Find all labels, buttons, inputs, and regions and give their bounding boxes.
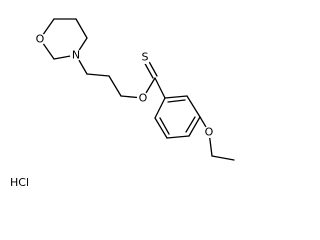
chemical-structure: O N O S O: [34, 18, 235, 161]
bond-ca-cb: [86, 73, 110, 77]
ring-bond-1: [164, 95, 188, 99]
bond-c2-c3: [75, 18, 88, 39]
ring-bond-5: [154, 117, 168, 139]
thione-sulfur-label: S: [142, 51, 149, 64]
ring-bond-3: [188, 116, 201, 137]
morpholine-oxygen-label: O: [36, 33, 45, 46]
ethoxy-group: [199, 116, 235, 161]
ester-oxygen-label: O: [139, 92, 148, 105]
ring-bond-6: [154, 97, 166, 119]
ring-double-1: [167, 99, 186, 103]
hydrochloride-salt-label: HCl: [10, 176, 30, 189]
bond-ch2-ch3: [211, 155, 235, 161]
benzene-ring: [154, 95, 201, 139]
ring-double-2: [185, 116, 196, 133]
ring-bond-2: [186, 95, 201, 118]
ring-double-3: [159, 117, 170, 135]
atom-labels: O N O S O: [34, 33, 215, 139]
ring-bond-4: [166, 135, 190, 139]
morpholine-nitrogen-label: N: [72, 49, 80, 62]
ether-oxygen-label: O: [205, 126, 214, 139]
bond-cthio-ring: [154, 77, 166, 99]
ethylene-linker: [75, 54, 144, 99]
bond-cb-cc: [108, 75, 122, 97]
